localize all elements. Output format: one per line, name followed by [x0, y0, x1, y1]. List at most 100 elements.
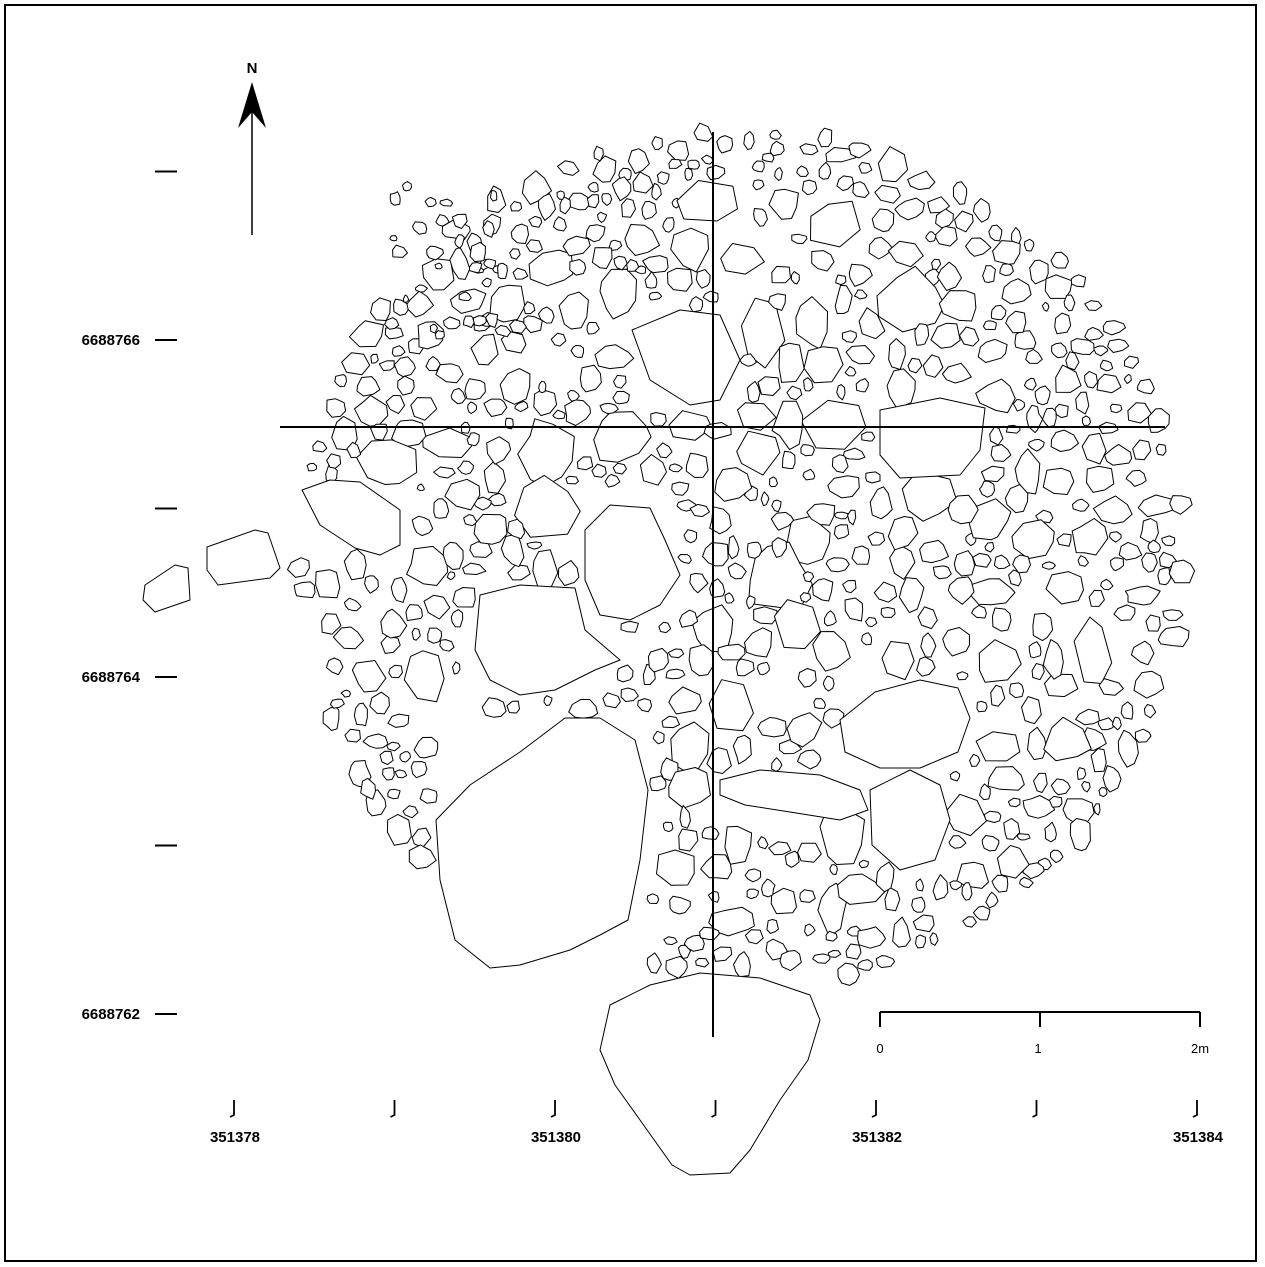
stone: [922, 354, 944, 378]
stone: [972, 552, 992, 568]
stone: [449, 246, 471, 280]
stone: [771, 400, 804, 451]
stone: [753, 208, 768, 227]
stone: [1081, 432, 1107, 465]
stone: [1069, 818, 1091, 852]
stone-small: [482, 220, 495, 238]
stone: [1111, 716, 1122, 731]
stone: [464, 378, 486, 400]
stone: [786, 712, 823, 748]
stone: [990, 304, 1007, 321]
stone-outlines: [287, 122, 1196, 986]
stone: [1011, 519, 1055, 560]
stone-small: [424, 197, 437, 208]
stone: [1102, 320, 1126, 336]
stone-small: [472, 315, 487, 327]
stone: [783, 515, 831, 565]
stone: [646, 893, 660, 904]
stone: [649, 775, 667, 792]
stone: [463, 514, 478, 527]
stone: [1104, 443, 1133, 466]
stone: [538, 193, 556, 221]
stone: [483, 398, 508, 417]
stone: [683, 529, 698, 544]
stone: [812, 578, 834, 602]
stone: [525, 239, 543, 253]
stone: [689, 573, 709, 594]
large-stone-east-lower: [869, 769, 951, 871]
stone: [737, 402, 777, 431]
stone: [1019, 876, 1034, 889]
stone: [1032, 612, 1054, 642]
stone: [679, 609, 699, 628]
stone: [1134, 728, 1152, 743]
stone: [1001, 278, 1032, 305]
stone: [985, 891, 999, 909]
stone: [769, 140, 785, 157]
x-tick: [1192, 1100, 1198, 1118]
stone: [812, 953, 831, 964]
stone: [568, 698, 599, 719]
stone: [364, 575, 379, 594]
stone: [1007, 797, 1021, 808]
stone: [925, 231, 937, 243]
stone: [914, 323, 930, 346]
stone-small: [490, 190, 498, 202]
stone: [824, 610, 837, 627]
stone: [533, 389, 558, 417]
stone: [637, 698, 653, 713]
stone: [1102, 765, 1122, 793]
stone-small: [458, 291, 472, 301]
stone: [865, 471, 881, 484]
stone: [797, 842, 822, 863]
stone: [647, 647, 669, 673]
stone: [435, 363, 464, 384]
stone: [907, 357, 923, 374]
stone: [1110, 557, 1124, 572]
stone: [293, 581, 316, 599]
stone: [379, 750, 394, 765]
stone: [579, 364, 602, 393]
stone: [936, 261, 962, 291]
stone: [402, 805, 419, 819]
stone: [644, 271, 658, 289]
stone: [1090, 748, 1107, 773]
stone: [1050, 849, 1064, 864]
stone: [1031, 663, 1045, 681]
stone: [768, 841, 792, 856]
stone: [439, 639, 455, 652]
stone: [632, 171, 654, 194]
stone: [842, 580, 857, 594]
stone: [1004, 484, 1029, 514]
stone: [811, 250, 835, 272]
stone: [744, 627, 772, 658]
stone: [668, 767, 711, 809]
stone: [651, 136, 663, 150]
stone: [771, 537, 787, 558]
stone: [1137, 378, 1155, 395]
stone: [993, 554, 1011, 570]
stone: [751, 160, 765, 173]
stone: [831, 454, 849, 474]
stone: [827, 950, 842, 958]
stone: [874, 184, 901, 204]
y-label: 6688762: [82, 1006, 140, 1023]
stone: [1003, 818, 1021, 840]
stone: [410, 761, 428, 779]
stone: [386, 741, 401, 752]
stone: [509, 248, 521, 260]
stone: [992, 240, 1021, 265]
stone: [834, 284, 853, 314]
stone: [761, 152, 775, 163]
stone: [709, 578, 726, 598]
stone: [390, 576, 408, 603]
stone: [771, 757, 783, 772]
stone: [343, 548, 367, 581]
stone: [988, 224, 1003, 242]
stone: [586, 321, 600, 335]
stone: [732, 734, 752, 765]
stone-small: [415, 284, 428, 293]
stone: [678, 828, 699, 852]
stone: [982, 265, 996, 283]
